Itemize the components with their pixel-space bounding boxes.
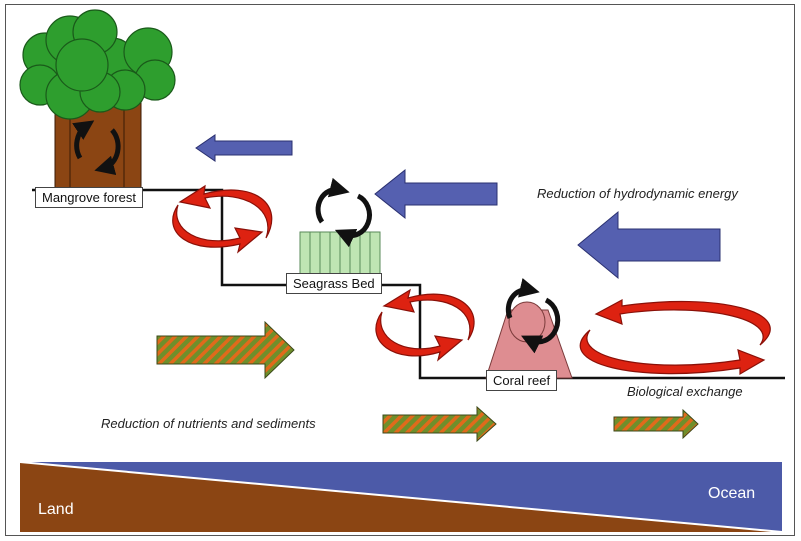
striped-arrow-icon <box>156 320 699 443</box>
tree-icon <box>19 9 176 191</box>
land-ocean-band <box>19 461 783 533</box>
nutrients-caption: Reduction of nutrients and sediments <box>101 416 316 431</box>
coral-reef-label: Coral reef <box>486 370 558 391</box>
diagram-frame <box>5 4 795 536</box>
biological-exchange-caption: Biological exchange <box>627 384 743 399</box>
blue-arrow-icon <box>195 134 721 280</box>
land-label: Land <box>38 501 74 518</box>
cycle-arrow-icon <box>315 177 372 248</box>
hydrodynamic-caption: Reduction of hydrodynamic energy <box>537 186 738 201</box>
seagrass-bed-label: Seagrass Bed <box>286 273 382 294</box>
cycle-arrow-icon <box>72 120 121 176</box>
ocean-label: Ocean <box>708 485 756 502</box>
mangrove-forest-label: Mangrove forest <box>35 187 143 208</box>
red-loop-arrow-icon <box>172 184 771 376</box>
cycle-arrow-icon <box>505 278 561 354</box>
